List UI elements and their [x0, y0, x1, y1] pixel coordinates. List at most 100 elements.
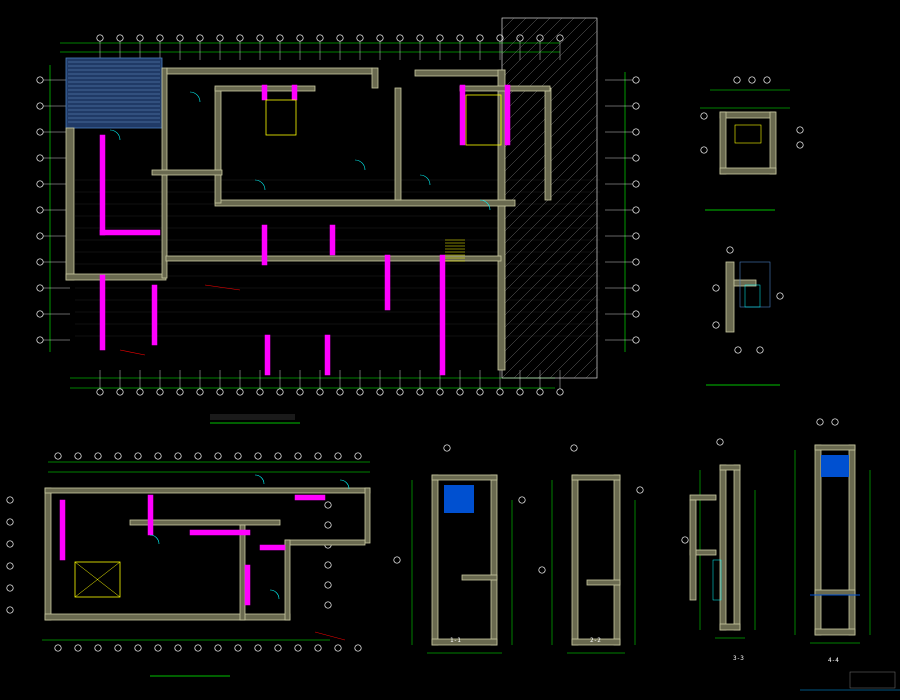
detail-bubble [748, 76, 756, 84]
detail-bubble [712, 321, 720, 329]
title-text-block [210, 414, 295, 420]
hatch-line [501, 198, 598, 295]
detail-bubble [796, 126, 804, 134]
lower-floor-plan [6, 452, 371, 677]
hatch-line [549, 330, 598, 379]
grid-bubble [194, 644, 202, 652]
lower-wall-left [44, 487, 52, 621]
column [99, 274, 106, 351]
door-arc [149, 534, 160, 545]
column [189, 529, 251, 536]
section-wall-right [613, 474, 621, 646]
grid-bubble [354, 452, 362, 460]
grid-bubble [254, 452, 262, 460]
section-label-4: 4-4 [828, 657, 839, 664]
grid-bubble [6, 496, 14, 504]
section-3 [681, 438, 756, 639]
lower-stair-x [74, 561, 121, 598]
section-label-3: 3-3 [733, 655, 744, 662]
section-wall-left [814, 444, 822, 636]
lower-wall-inner [129, 519, 281, 526]
grid-bubble [74, 644, 82, 652]
grid-bubble [6, 518, 14, 526]
grid-bubble [134, 644, 142, 652]
section-wall-extra [689, 499, 697, 601]
wall-stub [151, 169, 223, 176]
wall-left [65, 127, 75, 281]
hatch-line [501, 222, 598, 319]
section-wall-right [490, 474, 498, 646]
hatch-line [573, 354, 598, 379]
detail-bubble [776, 292, 784, 300]
lower-stair [74, 561, 121, 598]
detail-wall-bottom [719, 167, 777, 175]
section-bubble [443, 444, 451, 452]
column [59, 499, 66, 561]
section-wall-left [431, 474, 439, 646]
leader-red [119, 349, 146, 356]
hatch-line [501, 258, 598, 355]
grid-bubble [6, 606, 14, 614]
lower-wall-bottom [44, 613, 291, 621]
detail-bubble [734, 346, 742, 354]
section-slab-bottom [571, 638, 621, 646]
grid-bubble [294, 452, 302, 460]
section-aux-detail [712, 559, 722, 601]
grid-bubble [94, 644, 102, 652]
door-arc [109, 129, 121, 141]
grid-bubble [94, 452, 102, 460]
section-1 [393, 444, 526, 654]
hatch-line [501, 246, 598, 343]
door-arc [354, 159, 366, 171]
section-bubble [716, 438, 724, 446]
section-bubble [831, 418, 839, 426]
door-arc [339, 479, 350, 490]
detail-wall-top [719, 111, 776, 119]
column [259, 544, 286, 551]
door-arc [269, 589, 280, 600]
grid-bubble [134, 452, 142, 460]
section-stamp-box [849, 671, 896, 689]
hatch-line [501, 18, 598, 115]
grid-bubble [334, 644, 342, 652]
hatch-line [525, 306, 598, 379]
detail-b-inner [744, 284, 761, 308]
detail-bubble [712, 284, 720, 292]
section-bubble [393, 556, 401, 564]
section-slab [689, 494, 717, 501]
section-label-2: 2-2 [590, 637, 601, 644]
grid-bubble [114, 644, 122, 652]
wall-inner-far-right [544, 87, 552, 201]
grid-bubble [174, 644, 182, 652]
column [147, 494, 154, 536]
section-slab-bottom [719, 623, 741, 631]
grid-bubble [314, 644, 322, 652]
hatch-line [501, 210, 598, 307]
leader-red [314, 631, 346, 641]
section-slab [586, 579, 621, 586]
grid-bubble [114, 452, 122, 460]
column [99, 134, 106, 236]
column [329, 224, 336, 256]
section-slab-top [719, 464, 741, 471]
section-bubble [816, 418, 824, 426]
door-arc [254, 474, 265, 485]
column [264, 334, 271, 376]
wall-inner-right [394, 87, 402, 201]
grid-bubble [234, 452, 242, 460]
hatch-line [501, 270, 598, 367]
column [99, 229, 161, 236]
section-bubble [681, 536, 689, 544]
grid-bubble [6, 562, 14, 570]
section-4 [794, 418, 900, 691]
grid-bubble [234, 644, 242, 652]
detail-wall-left [719, 111, 727, 175]
section-slab [814, 589, 856, 596]
section-bubble [570, 444, 578, 452]
column [261, 84, 268, 101]
column [151, 284, 158, 346]
section-slab [461, 574, 498, 581]
section-label-1: 1-1 [450, 637, 461, 644]
grid-bubble [324, 521, 332, 529]
grid-bubble [174, 452, 182, 460]
